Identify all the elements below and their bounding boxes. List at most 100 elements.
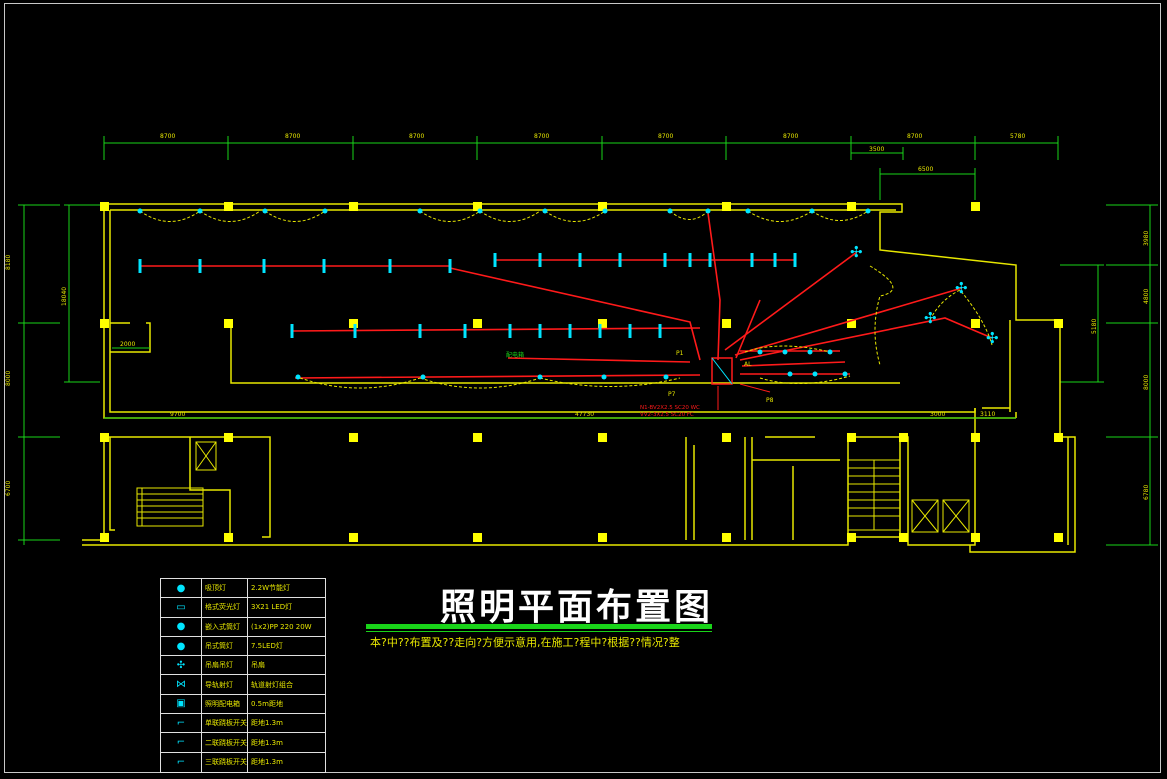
fan-icon: ✣: [850, 243, 863, 261]
downlight-fixture: [477, 208, 483, 214]
fluorescent-fixture: [290, 324, 294, 338]
downlight-fixture: [705, 208, 711, 214]
pendant-lamp-icon: ●: [161, 636, 202, 656]
column: [971, 433, 980, 442]
fluorescent-fixture: [388, 259, 392, 273]
right-dimension-labels: 3980 4800 8000 6780 5180: [1091, 231, 1150, 500]
downlight-fixture: [197, 208, 203, 214]
dim-top-sub-1: 3500: [869, 146, 884, 153]
downlight-fixture: [542, 208, 548, 214]
downlight-fixture: [745, 208, 751, 214]
ceiling-fans: ✣ ✣ ✣ ✣: [850, 243, 999, 347]
column: [1054, 433, 1063, 442]
column: [847, 433, 856, 442]
fluorescent-fixture: [578, 253, 582, 267]
legend-spec: 距地1.3m: [251, 719, 283, 728]
column: [473, 433, 482, 442]
fluorescent-fixture: [688, 253, 692, 267]
legend-name: 吊扇吊灯: [202, 656, 248, 675]
column: [847, 202, 856, 211]
downlight-fixture: [420, 374, 426, 380]
column: [847, 533, 856, 542]
panel-tag-p1: P1: [676, 350, 684, 357]
fan-icon: ✣: [986, 329, 999, 347]
drawing-note: 本?中??布置及??走向?方便示意用,在施工?程中?根据??情况?整: [370, 636, 680, 649]
dim-right-inner: 5180: [1091, 319, 1098, 334]
fluorescent-icon: ▭: [161, 598, 202, 617]
legend-spec: (1x2)PP 220 20W: [251, 622, 312, 631]
legend-row: ⋈导轨射灯轨道射灯组合: [161, 675, 325, 695]
legend-row: ⌐三联跷板开关距地1.3m: [161, 752, 325, 772]
column: [473, 533, 482, 542]
column: [598, 202, 607, 211]
dim-top-4: 8700: [534, 133, 549, 140]
drawing-frame: [4, 3, 1161, 773]
recessed-lamp-icon: ●: [161, 617, 202, 636]
column: [473, 202, 482, 211]
column: [899, 433, 908, 442]
column-grid: [100, 202, 1063, 542]
downlight-fixture: [417, 208, 423, 214]
ceiling-lamp-icon: ●: [161, 579, 202, 598]
downlight-fixture: [809, 208, 815, 214]
fluorescent-fixture: [658, 324, 662, 338]
dim-top-1: 8700: [160, 133, 175, 140]
dim-top-8: 5780: [1010, 133, 1025, 140]
fluorescent-fixture: [353, 324, 357, 338]
dim-right-4: 6780: [1143, 485, 1150, 500]
dim-top-5: 8700: [658, 133, 673, 140]
column: [722, 202, 731, 211]
downlight-fixture: [782, 349, 788, 355]
lighting-circuits: [140, 212, 993, 379]
fluorescent-fixture: [538, 324, 542, 338]
title-underline-thin: [366, 631, 712, 632]
column: [100, 533, 109, 542]
legend-row: ●嵌入式筒灯(1x2)PP 220 20W: [161, 617, 325, 637]
switch-3-icon: ⌐: [161, 752, 202, 772]
column: [224, 319, 233, 328]
column: [971, 533, 980, 542]
column: [349, 202, 358, 211]
fluorescent-fixture: [322, 259, 326, 273]
legend-name: 吸顶灯: [202, 579, 248, 598]
fluorescent-fixture: [138, 259, 142, 273]
track-icon: ⋈: [161, 675, 202, 694]
downlight-fixture: [262, 208, 268, 214]
fluorescent-fixture: [493, 253, 497, 267]
fan-icon: ✣: [161, 656, 202, 675]
column: [224, 433, 233, 442]
downlight-fixture: [827, 349, 833, 355]
stair-left: [136, 441, 217, 527]
zone-tag: 配电箱: [506, 351, 524, 359]
fluorescent-fixture: [568, 324, 572, 338]
fluorescent-fixture: [793, 253, 797, 267]
column: [598, 533, 607, 542]
downlight-fixture: [807, 349, 813, 355]
column: [473, 319, 482, 328]
fluorescent-fixture: [262, 259, 266, 273]
legend-spec: 7.5LED灯: [251, 642, 283, 651]
dim-bottom-d: 3110: [980, 411, 995, 418]
dim-top-sub-2: 6500: [918, 166, 933, 173]
column: [349, 319, 358, 328]
fan-icon: ✣: [955, 279, 968, 297]
column: [1054, 319, 1063, 328]
legend-name: 嵌入式筒灯: [202, 617, 248, 636]
legend-name: 单联跷板开关: [202, 714, 248, 733]
fluorescent-fixture: [663, 253, 667, 267]
legend-name: 二联跷板开关: [202, 733, 248, 752]
legend-name: 导轨射灯: [202, 675, 248, 694]
column: [598, 433, 607, 442]
dim-top-6: 8700: [783, 133, 798, 140]
column: [349, 433, 358, 442]
column: [1054, 533, 1063, 542]
dim-top-3: 8700: [409, 133, 424, 140]
downlight-fixture: [322, 208, 328, 214]
panel-tag-p2: P7: [668, 391, 676, 398]
fluorescent-fixture: [628, 324, 632, 338]
downlight-fixture: [137, 208, 143, 214]
